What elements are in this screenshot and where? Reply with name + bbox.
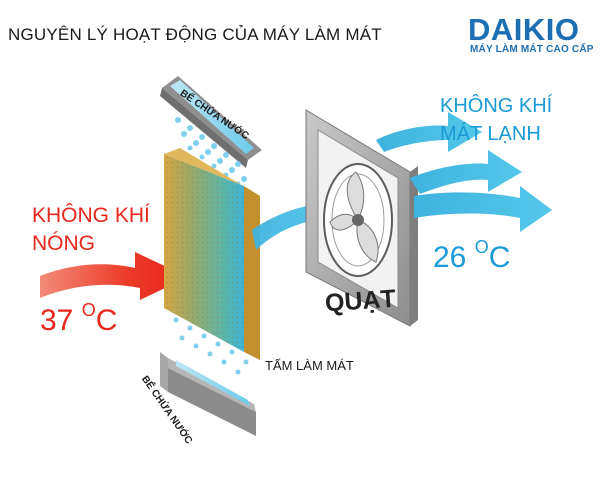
water-drops-top — [175, 117, 247, 187]
bottom-water-tank — [160, 352, 256, 436]
fan — [305, 109, 418, 327]
hot-air-temperature: 37 OC — [40, 300, 118, 337]
cooling-pad — [164, 148, 260, 360]
cooling-pad-label: TẤM LÀM MÁT — [265, 358, 354, 373]
brand-tagline: MÁY LÀM MÁT CAO CẤP — [470, 44, 594, 55]
cool-air-arrows — [376, 112, 552, 232]
hot-air-arrow — [40, 252, 188, 300]
cool-air-label: KHÔNG KHÍ MÁT LẠNH — [440, 95, 553, 145]
fan-label: QUẠT — [324, 284, 397, 318]
brand-logo: DAIKIO — [468, 12, 580, 47]
water-drops-bottom — [173, 317, 249, 375]
cool-air-temperature: 26 OC — [433, 237, 511, 274]
hot-air-label: KHÔNG KHÍ NÓNG — [32, 204, 150, 255]
page-title: NGUYÊN LÝ HOẠT ĐỘNG CỦA MÁY LÀM MÁT — [8, 25, 382, 44]
top-water-tank — [160, 76, 262, 168]
